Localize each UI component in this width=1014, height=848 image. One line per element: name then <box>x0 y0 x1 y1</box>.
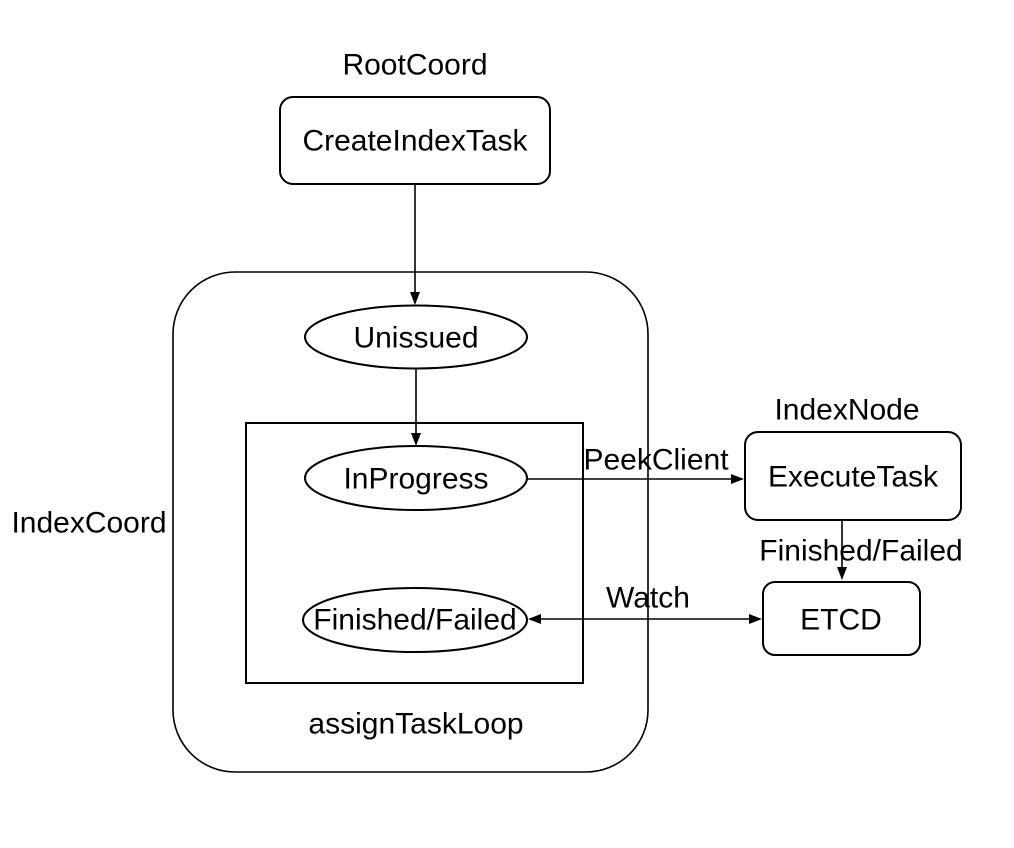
arrowhead-down-etcd-icon <box>837 567 847 580</box>
etcd-label: ETCD <box>800 604 882 637</box>
watch-edge-label: Watch <box>606 582 690 615</box>
etcd-node <box>762 581 921 656</box>
arrowhead-right-executetask-icon <box>731 474 744 484</box>
finished-failed-edge-label: Finished/Failed <box>759 535 962 568</box>
indexcoord-group-label: IndexCoord <box>11 507 166 540</box>
unissued-label: Unissued <box>353 322 478 355</box>
arrowhead-down-inprogress-icon <box>411 433 421 446</box>
arrowhead-right-etcd-icon <box>749 614 762 624</box>
assign-task-loop-label: assignTaskLoop <box>308 708 523 741</box>
arrowhead-down-unissued-icon <box>410 292 420 305</box>
unissued-node <box>304 304 528 370</box>
in-progress-node <box>304 445 528 511</box>
indexcoord-container <box>172 271 649 773</box>
create-index-task-label: CreateIndexTask <box>302 125 528 158</box>
peekclient-edge-label: PeekClient <box>583 444 729 477</box>
indexnode-group-label: IndexNode <box>774 394 919 427</box>
create-index-task-node <box>279 96 551 185</box>
execute-task-label: ExecuteTask <box>768 461 939 494</box>
assign-task-loop-box <box>245 422 584 684</box>
execute-task-node <box>744 431 962 521</box>
in-progress-label: InProgress <box>343 463 488 496</box>
finished-failed-label: Finished/Failed <box>313 604 516 637</box>
finished-failed-node <box>302 587 528 653</box>
arrowhead-left-finished-failed-icon <box>528 614 541 624</box>
rootcoord-group-label: RootCoord <box>342 49 487 82</box>
